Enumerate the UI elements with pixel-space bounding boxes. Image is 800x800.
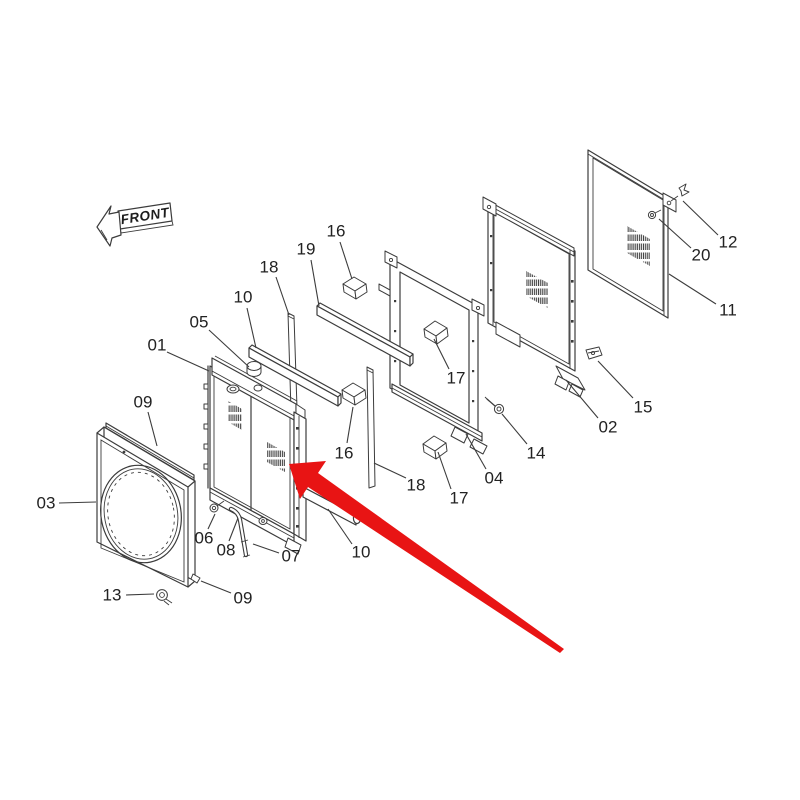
core-fin-patch <box>267 442 285 472</box>
fan-opening <box>100 464 182 564</box>
leader-line-17b <box>437 451 452 490</box>
oil-cooler-02 <box>482 196 586 398</box>
callout-label-17a: 17 <box>447 369 466 388</box>
leader-line-10b <box>327 508 353 545</box>
leader-line-16a <box>339 241 353 280</box>
callout-label-15: 15 <box>634 398 653 417</box>
clip-09b <box>190 573 201 584</box>
core-fin-patch <box>228 401 242 430</box>
callout-label-11: 11 <box>719 301 737 320</box>
leader-line-16b <box>346 406 354 444</box>
callout-layer: 01 05 10 18 19 16 17 04 14 02 15 20 12 11 16 18 17 10 07 08… <box>37 200 738 608</box>
leader-line-10a <box>246 307 257 349</box>
callout-label-03: 03 <box>37 494 56 513</box>
callout-label-09b: 09 <box>234 589 253 608</box>
support-frame-04 <box>378 250 488 455</box>
callout-label-12: 12 <box>719 233 738 252</box>
callout-label-20: 20 <box>692 246 711 265</box>
leader-line-02 <box>565 379 599 419</box>
leader-line-15 <box>597 360 634 399</box>
leader-line-13 <box>125 593 155 596</box>
leader-line-06 <box>207 513 216 530</box>
net-panel-11 <box>587 149 677 319</box>
leader-line-07 <box>252 543 280 554</box>
drain-tube-07-08 <box>228 506 251 558</box>
callout-label-17b: 17 <box>450 489 469 508</box>
leader-line-18b <box>373 462 407 479</box>
filler-cap-05 <box>246 361 262 377</box>
callout-label-18a: 18 <box>260 258 279 277</box>
callout-label-14: 14 <box>527 444 546 463</box>
leader-line-09a <box>147 411 158 447</box>
bolt-06 <box>209 500 225 513</box>
seal-strip-09a <box>105 422 195 481</box>
callout-label-13: 13 <box>103 586 122 605</box>
callout-label-01: 01 <box>148 336 167 355</box>
leader-line-18a <box>275 276 290 316</box>
callout-label-06: 06 <box>195 529 214 548</box>
highlight-arrow <box>289 461 564 653</box>
rubber-pad-17b <box>422 435 448 460</box>
rubber-pad-16a <box>342 276 368 300</box>
leader-line-12 <box>682 200 719 236</box>
callout-label-10a: 10 <box>234 288 253 307</box>
callout-label-16b: 16 <box>335 444 354 463</box>
leader-line-05 <box>208 329 250 368</box>
rod-18b <box>366 366 376 489</box>
callout-label-08: 08 <box>217 541 236 560</box>
screw-13 <box>156 589 173 606</box>
callout-label-04: 04 <box>485 469 504 488</box>
leader-line-08 <box>228 517 239 542</box>
fin-patch <box>526 271 548 308</box>
leader-line-17a <box>433 338 450 370</box>
grommet-20 <box>647 209 662 220</box>
callout-label-16a: 16 <box>327 222 346 241</box>
front-direction-banner: FRONT <box>96 202 174 247</box>
rubber-pad-17a <box>423 320 449 345</box>
clamp-15 <box>585 346 603 360</box>
leader-line-09b <box>200 580 232 594</box>
callout-label-10b: 10 <box>352 543 371 562</box>
leader-line-03 <box>58 501 97 504</box>
callout-label-07: 07 <box>282 547 301 566</box>
bolt-14 <box>484 396 505 415</box>
mesh-patch <box>627 226 650 266</box>
fan-shroud-03 <box>96 422 201 588</box>
leader-line-01 <box>166 351 210 372</box>
leader-line-14 <box>501 413 528 445</box>
leader-line-04 <box>465 433 487 470</box>
wing-bolt-12 <box>670 183 690 202</box>
rubber-pad-16b <box>341 382 367 406</box>
leader-line-19 <box>310 259 320 307</box>
callout-label-02: 02 <box>599 418 618 437</box>
sponge-strip-10a <box>248 344 342 407</box>
callout-label-05: 05 <box>190 313 209 332</box>
leader-line-11 <box>668 273 717 305</box>
callout-label-18b: 18 <box>407 476 426 495</box>
callout-label-09a: 09 <box>134 393 153 412</box>
callout-label-19: 19 <box>297 240 316 259</box>
leader-line-20 <box>658 218 692 249</box>
